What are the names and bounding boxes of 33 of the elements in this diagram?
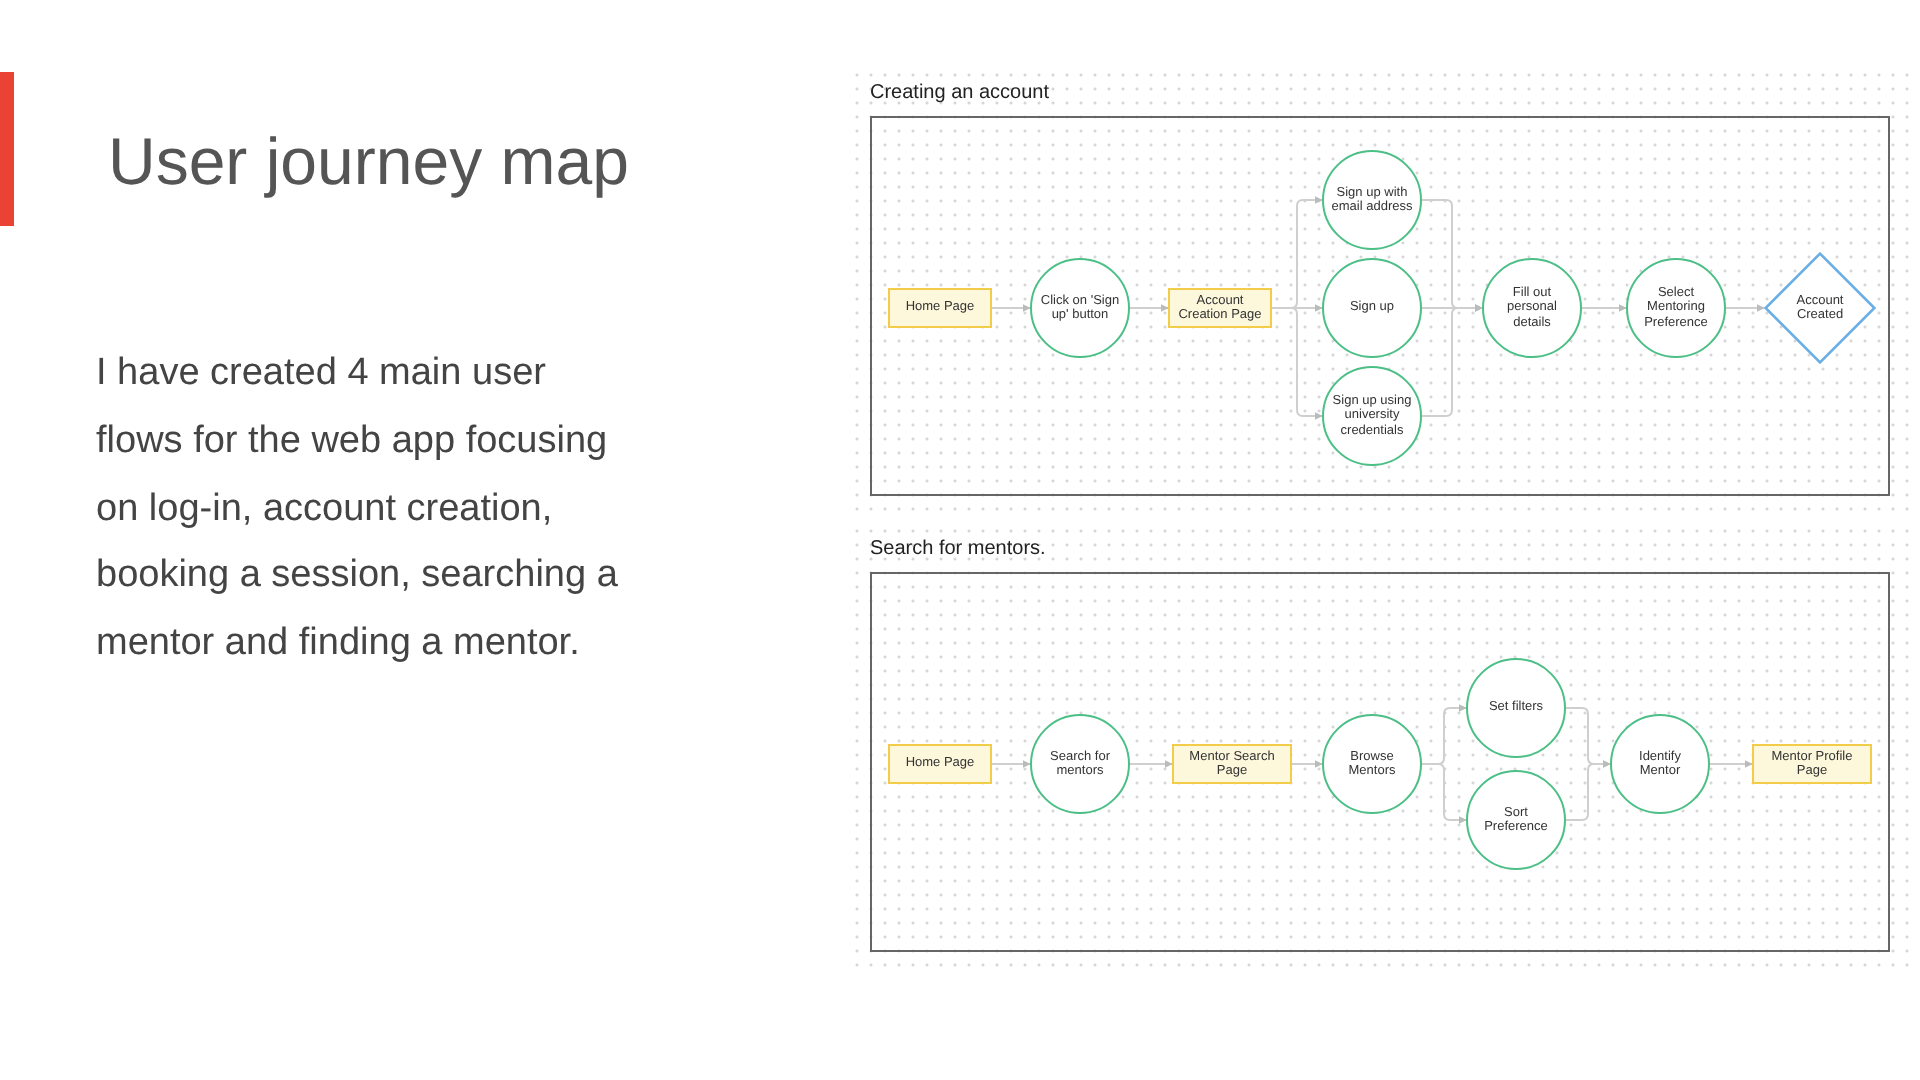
step-circle [1322, 258, 1422, 358]
connector-arrow [1725, 304, 1765, 312]
step-circle [1322, 150, 1422, 250]
step-circle [1322, 366, 1422, 466]
page-box [1168, 288, 1272, 328]
page-box [1752, 744, 1872, 784]
slide-title: User journey map [108, 124, 629, 200]
connector-arrow [1709, 760, 1753, 768]
step-circle [1466, 770, 1566, 870]
connector-arrow [1421, 763, 1467, 824]
connector-arrow [991, 304, 1031, 312]
page-box [888, 744, 992, 784]
step-circle [1030, 258, 1130, 358]
connector-arrow [1271, 307, 1323, 420]
connector-arrow [1129, 304, 1169, 312]
step-circle [1610, 714, 1710, 814]
step-circle [1482, 258, 1582, 358]
connector-arrow [1129, 760, 1173, 768]
description-text: I have created 4 main user flows for the web app focusing on log-in, account creation, booking a session, searching a mentor and finding a mentor. [96, 350, 620, 669]
page-box [888, 288, 992, 328]
step-circle [1466, 658, 1566, 758]
connector-arrow [1581, 304, 1627, 312]
connector-arrow [1421, 304, 1483, 417]
end-diamond [1764, 252, 1876, 364]
connector-arrow [1565, 760, 1611, 821]
page-box [1172, 744, 1292, 784]
connector-arrow [991, 760, 1031, 768]
section-heading: Search for mentors. [870, 536, 1046, 564]
connector-arrow [1291, 760, 1323, 768]
step-circle [1322, 714, 1422, 814]
step-circle [1626, 258, 1726, 358]
step-circle [1030, 714, 1130, 814]
section-heading: Creating an account [870, 80, 1050, 108]
